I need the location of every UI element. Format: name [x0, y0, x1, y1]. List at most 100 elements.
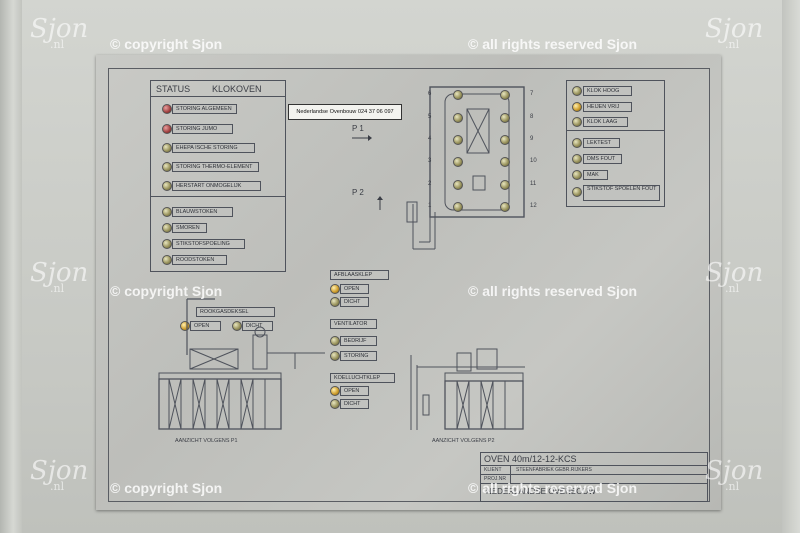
lamp-ventilator-bedrijf — [330, 336, 340, 346]
status-title-right: KLOKOVEN — [212, 84, 262, 94]
lamp-ventilator-storing — [330, 351, 340, 361]
oven-lamp-10 — [500, 157, 510, 167]
label-mak: MAK — [583, 170, 608, 180]
tb-line-2 — [480, 474, 707, 475]
view-label-p1: AANZICHT VOLGENS P1 — [175, 438, 238, 444]
label-koelluchtklep-dicht: DICHT — [340, 399, 369, 409]
label-lektest: LEKTEST — [583, 138, 620, 148]
watermark-logo-tl: Sjon.nl — [30, 14, 89, 51]
roosterdeksel-title: ROOKGASDEKSEL — [196, 307, 275, 317]
watermark-rights-top: © all rights reserved Sjon — [468, 36, 638, 52]
label-stikstof-spoelen-fout: STIKSTOF SPOELEN FOUT — [583, 185, 660, 201]
watermark-logo-br: Sjon.nl — [705, 456, 764, 493]
oven-lamp-5 — [453, 113, 463, 123]
lamp-storing-jumo — [162, 124, 172, 134]
tb-client: STEENFABRIEK GEBR.RIJKERS — [516, 467, 592, 473]
watermark-logo-tr: Sjon.nl — [705, 14, 764, 51]
right-panel-divider — [566, 130, 664, 131]
tb-row2-label: PROJ.NR — [484, 476, 506, 482]
status-panel — [150, 80, 286, 272]
label-afblaasklep-dicht: DICHT — [340, 297, 369, 307]
watermark-logo-ml: Sjon.nl — [30, 258, 89, 295]
view-label-p2: AANZICHT VOLGENS P2 — [432, 438, 495, 444]
cabinet-right-edge — [782, 0, 800, 533]
lamp-klok-hoog — [572, 86, 582, 96]
label-roosterdeksel-dicht: DICHT — [242, 321, 273, 331]
watermark-logo-bl: Sjon.nl — [30, 456, 89, 493]
tb-title: OVEN 40m/12-12-KCS — [484, 454, 577, 464]
oven-number-8: 8 — [530, 114, 534, 120]
status-divider-2 — [150, 196, 285, 197]
tb-line-3 — [480, 483, 707, 484]
lamp-storing-algemeen — [162, 104, 172, 114]
koelluchtklep-title: KOELLUCHTKLEP — [330, 373, 395, 383]
status-divider — [150, 96, 285, 97]
watermark-rights-mid: © all rights reserved Sjon — [468, 283, 638, 299]
oven-number-12: 12 — [530, 203, 537, 209]
oven-lamp-9 — [500, 135, 510, 145]
oven-number-1: 1 — [428, 203, 432, 209]
tb-line-1 — [480, 465, 707, 466]
watermark-copyright-mid: © copyright Sjon — [110, 283, 223, 299]
lamp-ehepa-storing — [162, 143, 172, 153]
label-smoren: SMOREN — [172, 223, 207, 233]
label-storing-thermo: STORING THERMO-ELEMENT — [172, 162, 259, 172]
oven-lamp-3 — [453, 157, 463, 167]
oven-number-2: 2 — [428, 181, 432, 187]
label-stikstofspoeling: STIKSTOFSPOELING — [172, 239, 245, 249]
afblaasklep-title: AFBLAASKLEP — [330, 270, 389, 280]
lamp-klok-laag — [572, 117, 582, 127]
side-view-p1 — [158, 298, 325, 430]
lamp-roodstoken — [162, 255, 172, 265]
watermark-copyright-bottom: © copyright Sjon — [110, 480, 223, 496]
oven-lamp-1 — [453, 202, 463, 212]
label-roosterdeksel-open: OPEN — [190, 321, 221, 331]
oven-lamp-7 — [500, 90, 510, 100]
oven-number-4: 4 — [428, 136, 432, 142]
label-heijen-vrij: HEIJEN VRIJ — [583, 102, 632, 112]
label-herstart: HERSTART ONMOGELIJK — [172, 181, 261, 191]
cabinet-left-edge — [0, 0, 23, 533]
oven-number-6: 6 — [428, 91, 432, 97]
label-klok-hoog: KLOK HOOG — [583, 86, 632, 96]
label-storing-jumo: STORING JUMO — [172, 124, 233, 134]
label-blauwstoken: BLAUWSTOKEN — [172, 207, 233, 217]
label-ventilator-storing: STORING — [340, 351, 377, 361]
ventilator-title: VENTILATOR — [330, 319, 377, 329]
status-title-left: STATUS — [156, 84, 191, 94]
drawing-frame — [108, 68, 710, 502]
lamp-roosterdeksel-open — [180, 321, 190, 331]
arrow-p1 — [352, 135, 372, 141]
lamp-roosterdeksel-dicht — [232, 321, 242, 331]
watermark-logo-mr: Sjon.nl — [705, 258, 764, 295]
tb-col — [510, 465, 511, 484]
side-view-p2 — [410, 348, 525, 430]
lamp-heijen-vrij — [572, 102, 582, 112]
tb-company: NEDERLANDSE OVENBOUW — [486, 487, 596, 496]
oven-number-3: 3 — [428, 158, 432, 164]
lamp-afblaasklep-dicht — [330, 297, 340, 307]
oven-lamp-2 — [453, 180, 463, 190]
lamp-blauwstoken — [162, 207, 172, 217]
label-ehepa-storing: EHEPA ISCHE STORING — [172, 143, 255, 153]
lamp-afblaasklep-open — [330, 284, 340, 294]
lamp-smoren — [162, 223, 172, 233]
nameplate: Nederlandse Ovenbouw 024 37 06 097 — [288, 104, 402, 120]
lamp-herstart — [162, 181, 172, 191]
label-klok-laag: KLOK LAAG — [583, 117, 628, 127]
label-afblaasklep-open: OPEN — [340, 284, 369, 294]
oven-lamp-12 — [500, 202, 510, 212]
label-ventilator-bedrijf: BEDRIJF — [340, 336, 377, 346]
oven-lamp-11 — [500, 180, 510, 190]
lamp-koelluchtklep-open — [330, 386, 340, 396]
lamp-mak — [572, 170, 582, 180]
oven-lamp-8 — [500, 113, 510, 123]
lamp-lektest — [572, 138, 582, 148]
oven-number-10: 10 — [530, 158, 537, 164]
oven-lamp-4 — [453, 135, 463, 145]
oven-top-view — [406, 86, 525, 250]
oven-number-7: 7 — [530, 91, 534, 97]
label-dms-fout: DMS FOUT — [583, 154, 622, 164]
marker-p2: P 2 — [352, 188, 364, 197]
oven-number-11: 11 — [530, 181, 537, 187]
